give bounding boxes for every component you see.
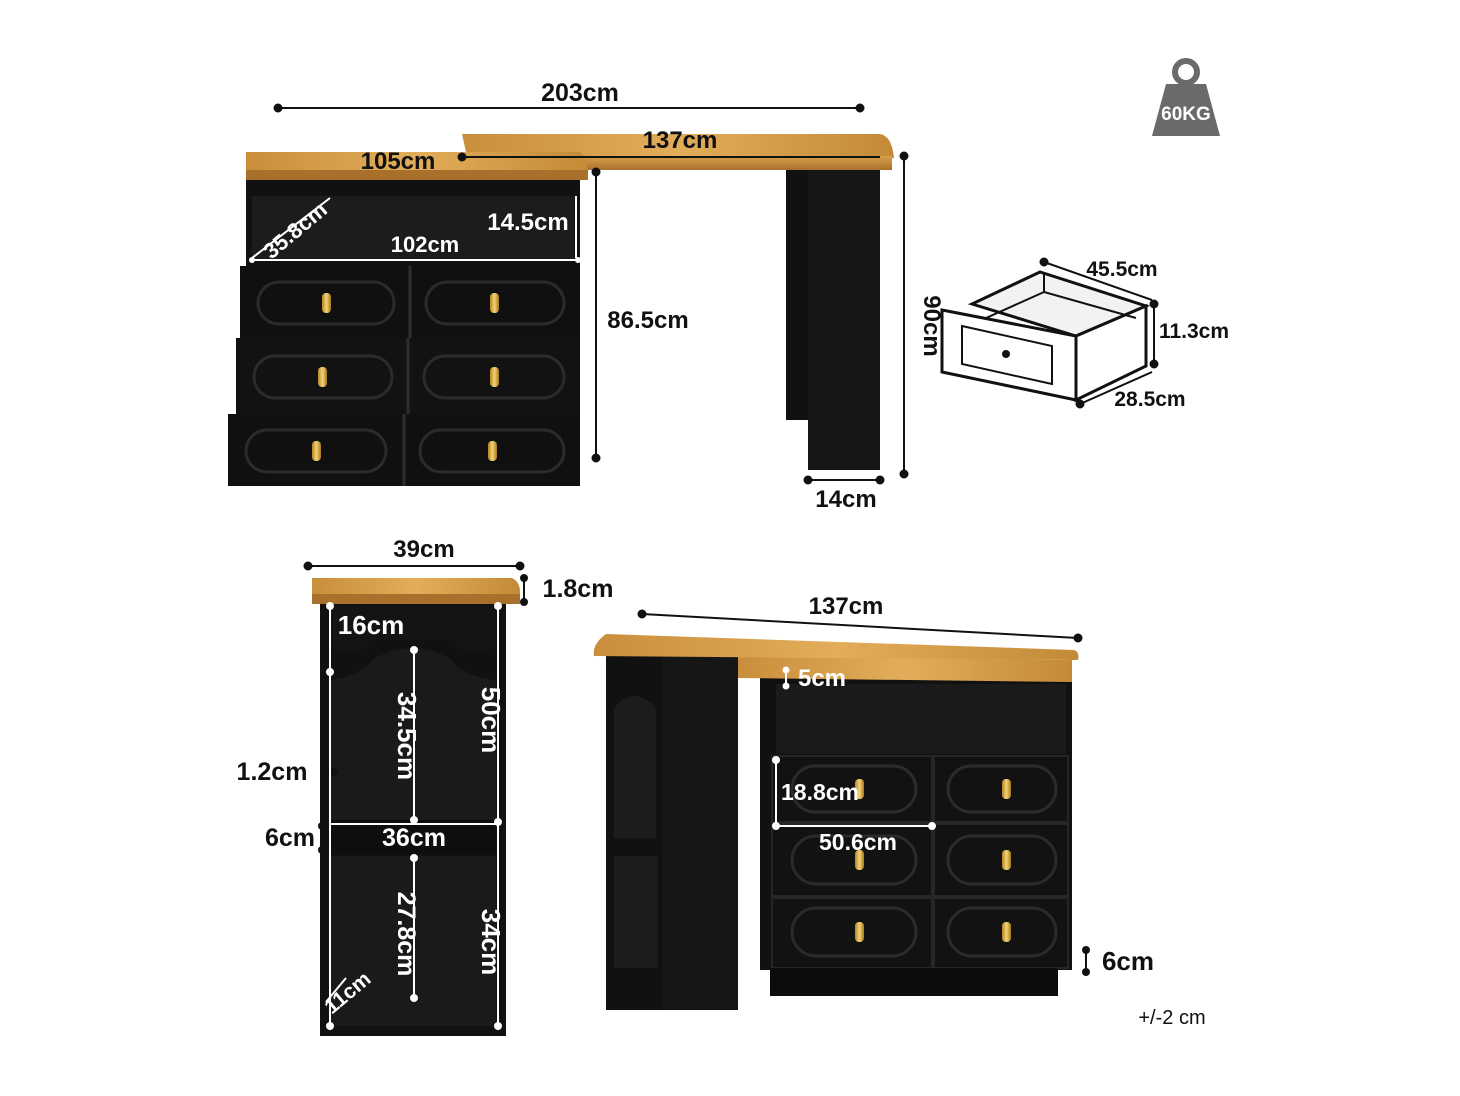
side-view-inner-lines <box>325 602 502 1030</box>
base-height-label: 6cm <box>1102 946 1154 976</box>
weight-icon: 60KG <box>1152 58 1220 136</box>
total-width-label: 203cm <box>541 79 619 107</box>
side-view-dimension-lines <box>303 561 528 854</box>
panel-thickness-label: 1.2cm <box>237 758 308 786</box>
shelf-width-label: 102cm <box>391 232 460 257</box>
drawer-width-label: 45.5cm <box>1086 258 1157 281</box>
lower-inner-label: 27.8cm <box>392 892 420 977</box>
front-view-dimension-lines <box>637 609 1090 976</box>
inner-width-label: 36cm <box>382 824 446 852</box>
right-top-width-label: 137cm <box>643 127 718 154</box>
top-gap-label: 16cm <box>338 610 405 640</box>
front-drawer-width-label: 50.6cm <box>819 829 897 855</box>
front-view-inner-lines <box>772 666 936 830</box>
tolerance-note: +/-2 cm <box>1138 1007 1205 1029</box>
weight-label: 60KG <box>1161 104 1211 125</box>
shelf-gap-label: 6cm <box>265 824 315 852</box>
assembled-desk-illustration <box>228 134 894 486</box>
lower-outer-label: 34cm <box>476 909 506 976</box>
left-top-width-label: 105cm <box>361 148 436 175</box>
front-top-gap-label: 5cm <box>798 665 846 692</box>
top-view-dimension-lines <box>249 103 909 485</box>
drawer-detail-illustration <box>940 270 1151 403</box>
shelf-height-label: 14.5cm <box>487 209 568 236</box>
front-drawer-height-label: 18.8cm <box>781 779 859 805</box>
side-width-label: 39cm <box>393 536 454 563</box>
upper-outer-label: 50cm <box>476 687 506 754</box>
upper-inner-label: 34.5cm <box>392 692 422 780</box>
front-view-illustration <box>593 634 1079 1010</box>
drawer-height-label: 11.3cm <box>1159 320 1229 343</box>
drawer-dimension-lines <box>1039 257 1159 409</box>
cabinet-height-label: 86.5cm <box>607 307 688 334</box>
top-thickness-label: 1.8cm <box>543 575 614 603</box>
leg-width-label: 14cm <box>815 486 876 513</box>
front-top-width-label: 137cm <box>809 593 884 620</box>
drawer-depth-label: 28.5cm <box>1114 388 1185 411</box>
